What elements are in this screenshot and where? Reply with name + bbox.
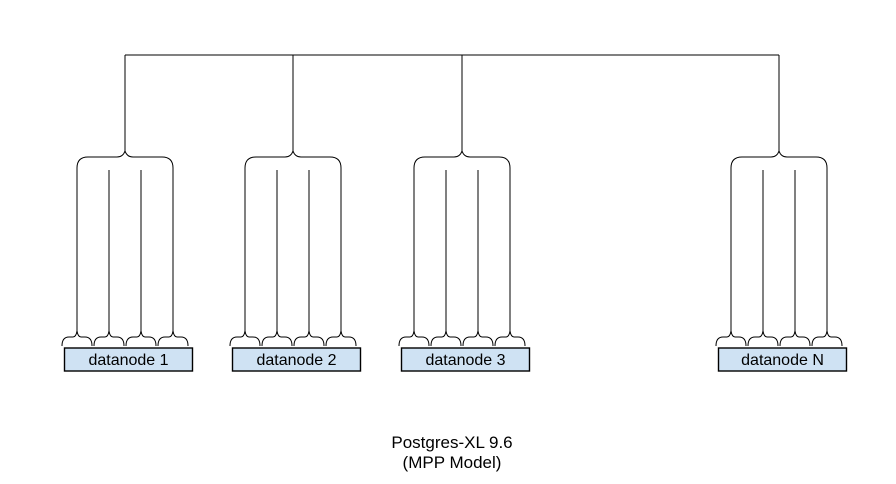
connection-end-braces (61, 330, 189, 347)
connection-lines (413, 168, 511, 331)
datanode-box (231, 347, 362, 372)
group-brace (244, 149, 342, 169)
group-brace (76, 149, 174, 169)
connection-lines (244, 168, 342, 331)
datanode-box (717, 347, 848, 372)
connection-end-braces (229, 330, 357, 347)
caption-line1: Postgres-XL 9.6 (391, 433, 512, 452)
datanode-label: datanode 3 (425, 352, 505, 369)
datanode-box (63, 347, 194, 372)
group-brace (413, 149, 511, 169)
diagram-caption: Postgres-XL 9.6 (MPP Model) (391, 433, 512, 472)
datanode-label: datanode 1 (88, 352, 168, 369)
caption-line2: (MPP Model) (403, 453, 502, 472)
datanode-label: datanode N (741, 352, 824, 369)
connection-end-braces (398, 330, 526, 347)
datanode-group-1: datanode 1 (61, 55, 194, 372)
datanode-box (400, 347, 531, 372)
connection-lines (730, 168, 828, 331)
group-brace (730, 149, 828, 169)
datanode-group-n: datanode N (715, 55, 848, 372)
datanode-group-2: datanode 2 (229, 55, 362, 372)
connection-end-braces (715, 330, 843, 347)
datanode-group-3: datanode 3 (398, 55, 531, 372)
datanode-label: datanode 2 (256, 352, 336, 369)
connection-lines (76, 168, 174, 331)
